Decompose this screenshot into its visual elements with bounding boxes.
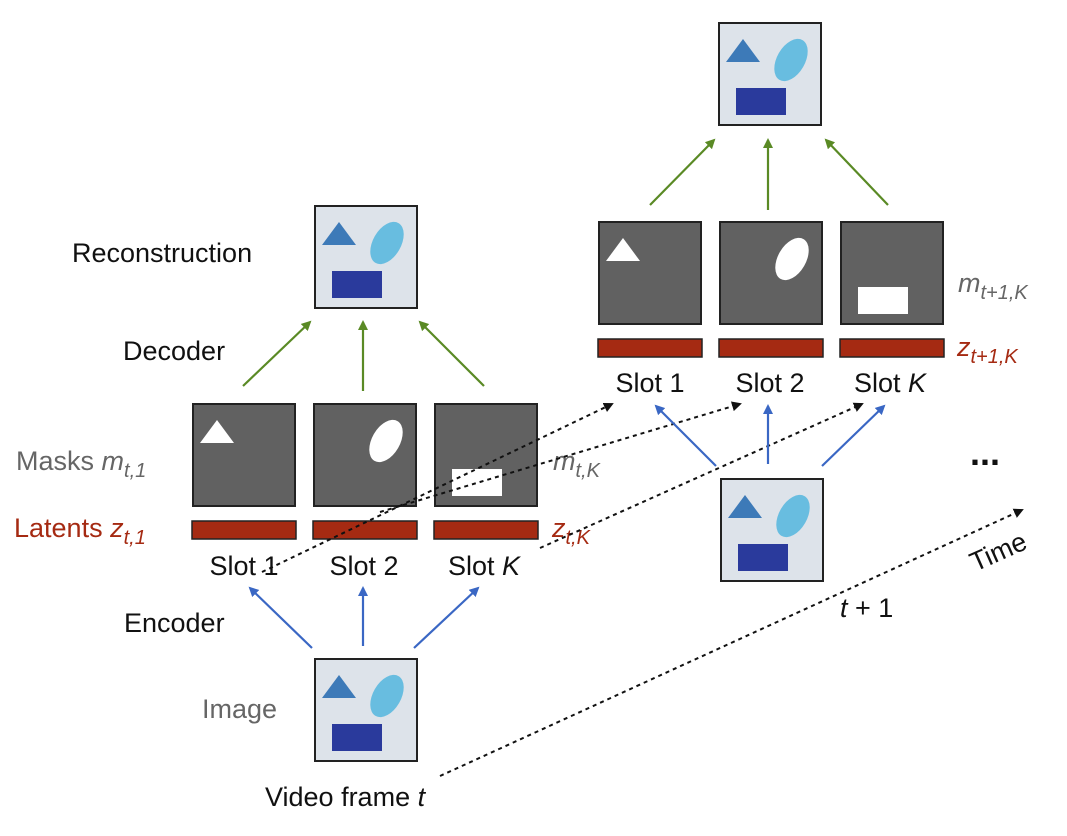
mask-slot-2-t xyxy=(313,403,417,507)
image-label: Image xyxy=(202,694,277,724)
latent-bar-slot-1-t xyxy=(191,520,297,540)
encoder-label: Encoder xyxy=(124,608,225,638)
encoder-arrows-t1 xyxy=(654,404,886,467)
latent-last-label-t: zt,K xyxy=(551,513,592,549)
mask-slot-1-t xyxy=(192,403,296,507)
input-image-t1 xyxy=(720,478,824,582)
input-image-t xyxy=(314,658,418,762)
mask-last-label-t: mt,K xyxy=(553,446,602,482)
decoder-arrows-t1 xyxy=(649,138,889,210)
frame-t: Reconstruction Decoder Masks mt,1 mt,K L… xyxy=(14,205,602,812)
video-frame-caption: Video frame t xyxy=(265,782,427,812)
latent-bar-slot-k-t xyxy=(433,520,539,540)
mask-slot-k-t1 xyxy=(840,221,944,325)
mask-slot-1-t1 xyxy=(598,221,702,325)
latents-label: Latents zt,1 xyxy=(14,513,146,549)
mask-last-label-t1: mt+1,K xyxy=(958,268,1029,304)
reconstruction-label: Reconstruction xyxy=(72,238,252,268)
frame-t-plus-1: mt+1,K zt+1,K Slot 1 Slot 2 Slot K t + 1 xyxy=(597,22,1029,623)
frame-t1-caption: t + 1 xyxy=(840,593,893,623)
decoder-label: Decoder xyxy=(123,336,225,366)
slot-label-2-t: Slot 2 xyxy=(329,551,398,581)
slot-1-transition-arrow xyxy=(261,402,614,573)
decoder-arrows-t xyxy=(242,320,485,391)
mask-slot-2-t1 xyxy=(719,221,823,325)
temporal-arrows xyxy=(261,401,1024,777)
reconstruction-image-t1 xyxy=(718,22,822,126)
time-label: Time xyxy=(965,526,1031,577)
slot-label-k-t1: Slot K xyxy=(854,368,927,398)
ellipsis: ... xyxy=(970,432,1000,473)
latent-last-label-t1: zt+1,K xyxy=(956,332,1019,368)
slot-k-transition-arrow xyxy=(539,402,864,549)
latent-bar-slot-2-t xyxy=(312,520,418,540)
slot-label-2-t1: Slot 2 xyxy=(735,368,804,398)
latent-bar-slot-k-t1 xyxy=(839,338,945,358)
slot-2-transition-arrow xyxy=(379,401,742,513)
time-axis-arrow xyxy=(439,508,1024,777)
masks-label: Masks mt,1 xyxy=(16,446,146,482)
latent-bar-slot-1-t1 xyxy=(597,338,703,358)
slot-label-1-t: Slot 1 xyxy=(209,551,278,581)
slot-label-k-t: Slot K xyxy=(448,551,521,581)
latent-bar-slot-2-t1 xyxy=(718,338,824,358)
slot-label-1-t1: Slot 1 xyxy=(615,368,684,398)
encoder-arrows-t xyxy=(248,586,480,649)
reconstruction-image-t xyxy=(314,205,418,309)
